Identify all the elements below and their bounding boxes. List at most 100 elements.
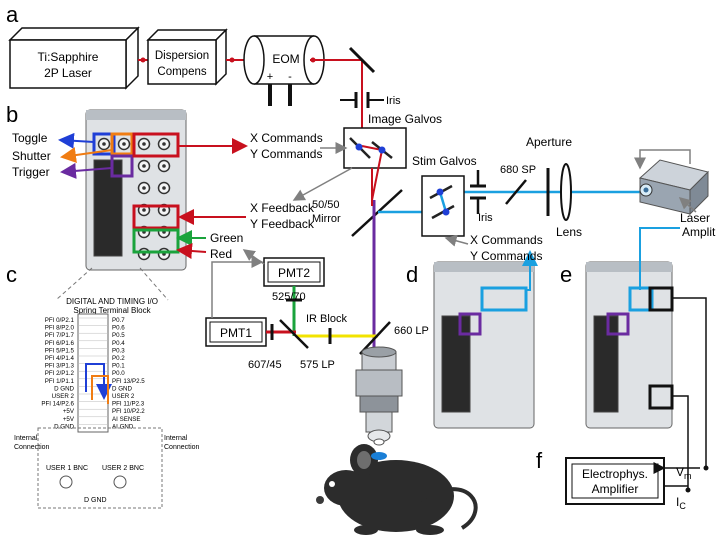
pinout-right-label: P0.4 (112, 340, 125, 347)
internal-connection-right-1: Internal (164, 435, 188, 442)
pinout-left-label: PFI 2/P1.2 (45, 370, 75, 377)
ic-label: IC (676, 495, 686, 511)
pinout-right-label: D GND (112, 385, 132, 392)
pinout-right-label: P0.3 (112, 347, 125, 354)
vm-wire (672, 297, 707, 468)
pinout-right-label: P0.6 (112, 325, 125, 332)
galvos-feedback-arrow (292, 167, 353, 201)
y-commands-label: Y Commands (250, 147, 322, 161)
internal-connection-right-2: Connection (164, 444, 200, 451)
lens (560, 163, 572, 221)
pinout-title-1: DIGITAL AND TIMING I/O (66, 297, 158, 306)
internal-connection-left-2: Connection (14, 444, 50, 451)
e-black-port-highlight-2 (648, 384, 674, 410)
steering-mirror (348, 46, 376, 74)
pinout-right-label: AI SENSE (112, 416, 141, 423)
trigger-port-highlight (110, 154, 134, 178)
pinout-left-label: PFI 6/P1.6 (45, 340, 75, 347)
red-arrow (176, 243, 207, 259)
toggle-label: Toggle (12, 131, 48, 145)
pinout-title-2: Spring Terminal Block (73, 306, 151, 315)
laser-amplitude-line2: Amplitude (682, 225, 716, 239)
user1-bnc-label: USER 1 BNC (46, 465, 88, 472)
blue-wire (85, 363, 112, 400)
iris2-label: Iris (478, 212, 493, 224)
toggle-arrow (58, 132, 95, 149)
bnc-pin-icon (142, 164, 146, 168)
bnc-pin-icon (162, 142, 166, 146)
bnc-pin-icon (102, 142, 106, 146)
lp575-label: 575 LP (300, 359, 335, 371)
laser-feedback-arrow (634, 149, 691, 170)
pinout-right-label: P0.5 (112, 332, 125, 339)
bnc-pin-icon (142, 208, 146, 212)
vm-label: Vm (676, 465, 692, 481)
user2-bnc-label: USER 2 BNC (102, 465, 144, 472)
pinout-left-label: PFI 3/P1.3 (45, 363, 75, 370)
user2-bnc-connector (113, 475, 127, 489)
pinout-right-label: P0.7 (112, 317, 125, 324)
fifty-fifty-mirror (351, 189, 403, 237)
green-label: Green (210, 231, 243, 245)
pinout-left-label: PFI 1/P1.1 (45, 378, 75, 385)
trigger-label: Trigger (12, 165, 50, 179)
pmt1-label: PMT1 (220, 326, 252, 340)
stim-galvos: Stim Galvos (412, 154, 477, 237)
eom-plus: + (267, 71, 273, 83)
objective-lens (355, 346, 403, 446)
d-purple-port-highlight (458, 312, 482, 336)
pinout-right-label: PFI 13/P2.5 (112, 378, 145, 385)
f607-label: 607/45 (248, 359, 282, 371)
panel-label-e: e (560, 262, 572, 287)
lp575-filter (279, 319, 309, 349)
y-commands-2-label: Y Commands (470, 249, 542, 263)
laser-label-line2: 2P Laser (44, 66, 92, 80)
d-cyan-port-highlight (480, 286, 528, 312)
trigger-arrow (60, 162, 113, 179)
iris-2: Iris (470, 170, 493, 224)
pmt-signal-arrow (242, 249, 265, 265)
mouse-silhouette (316, 444, 478, 535)
commands-to-stim-arrow (444, 234, 469, 247)
internal-connection-left-1: Internal (14, 435, 38, 442)
ir-block-label: IR Block (306, 313, 347, 325)
shutter-arrow (60, 147, 113, 163)
eom-minus: - (288, 71, 292, 83)
amplifier-label-line1: Electrophys. (582, 467, 648, 481)
pmt2: PMT2 (263, 257, 325, 287)
ic-wire (672, 395, 689, 490)
f525-label: 525/70 (272, 291, 306, 303)
x-commands-label: X Commands (250, 131, 323, 145)
pinout-left-label: PFI 8/P2.0 (45, 325, 75, 332)
orange-wire (91, 375, 109, 404)
amplifier-label-line2: Amplifier (592, 482, 639, 496)
bnc-pin-icon (162, 208, 166, 212)
lens-label: Lens (556, 225, 582, 239)
pinout-left-label: PFI 5/P1.5 (45, 347, 75, 354)
dispersion-compensator-box: Dispersion Compens (146, 28, 228, 86)
internal-connection-box (37, 427, 163, 509)
pinout-right-label: USER 2 (112, 393, 135, 400)
pinout-left-label: +5V (63, 416, 75, 423)
panel-label-b: b (6, 102, 18, 127)
aperture-label: Aperture (526, 135, 572, 149)
shutter-port-highlight (110, 132, 134, 156)
red-label: Red (210, 247, 232, 261)
pinout-right-label: P0.1 (112, 363, 125, 370)
sp680-filter (505, 179, 527, 205)
daq-card-d (433, 261, 535, 429)
x-commands-2-label: X Commands (470, 233, 543, 247)
stim-galvos-label: Stim Galvos (412, 154, 477, 168)
pinout-left-label: +5V (63, 408, 75, 415)
laser-amplitude-gray-arrow (678, 197, 697, 213)
eom-cylinder: EOM + - (243, 35, 325, 106)
pinout-left-label: PFI 0/P2.1 (45, 317, 75, 324)
electrophys-amplifier: Electrophys. Amplifier (565, 457, 665, 505)
pinout-right-label: PFI 10/P2.2 (112, 408, 145, 415)
pmt2-label: PMT2 (278, 266, 310, 280)
d-command-arrow (522, 250, 538, 291)
mirror-label-line2: Mirror (312, 213, 341, 225)
user1-bnc-connector (59, 475, 73, 489)
dispersion-label-line1: Dispersion (155, 50, 209, 62)
